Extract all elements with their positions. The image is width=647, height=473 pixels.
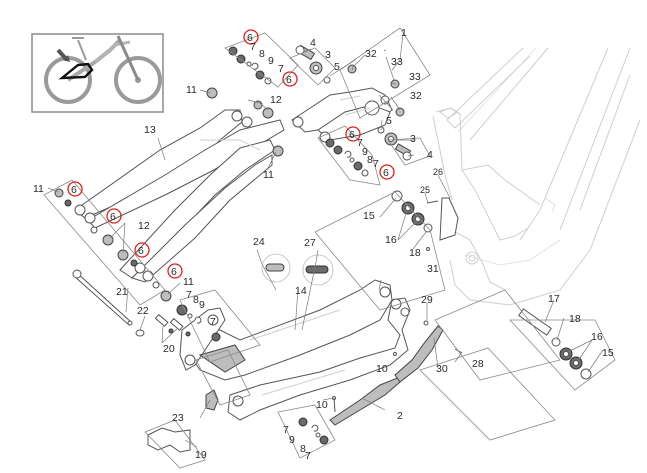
cable-plugs: [261, 253, 334, 286]
callout-14: 14: [295, 285, 307, 297]
callout-25: 25: [420, 185, 430, 195]
callout-7: 7: [250, 41, 256, 53]
callout-7: 7: [357, 137, 363, 149]
callout-4: 4: [310, 37, 316, 49]
callout-4: 4: [427, 149, 433, 161]
callout-3: 3: [410, 133, 416, 145]
callout-10: 10: [316, 399, 328, 411]
callout-7: 7: [210, 316, 216, 328]
highlighted-swingarm: [58, 62, 94, 80]
callout-16: 16: [591, 331, 603, 343]
callout-11: 11: [183, 276, 194, 288]
callout-26: 26: [433, 167, 443, 177]
callout-5: 5: [386, 115, 392, 127]
callout-8: 8: [259, 48, 265, 60]
axle: [72, 269, 145, 337]
swingarm-hardware: [147, 304, 329, 453]
main-frame: [432, 47, 641, 306]
callout-labels: 1 2 3 3 4 4 5 5 6 6 6 6 6 6 6 6 7 7 7 7 …: [33, 27, 614, 462]
callout-9: 9: [289, 434, 295, 446]
callout-7: 7: [305, 450, 311, 462]
callout-5: 5: [334, 61, 340, 73]
swingarm: [179, 279, 411, 421]
callout-22: 22: [137, 305, 149, 317]
callout-7: 7: [373, 158, 379, 170]
callout-17: 17: [548, 293, 560, 305]
callout-11: 11: [263, 169, 274, 181]
callout-9: 9: [199, 299, 205, 311]
callout-30: 30: [436, 363, 448, 375]
callout-21: 21: [116, 286, 128, 298]
callout-7: 7: [278, 63, 284, 75]
callout-33: 33: [409, 71, 421, 83]
bike-inset: [31, 33, 164, 113]
callout-15: 15: [363, 210, 375, 222]
callout-6: 6: [138, 245, 144, 257]
callout-11: 11: [186, 84, 197, 96]
callout-32: 32: [410, 90, 422, 102]
callout-8: 8: [367, 154, 373, 166]
callout-2: 2: [397, 410, 403, 422]
callout-18: 18: [569, 313, 581, 325]
callout-20: 20: [163, 343, 175, 355]
callout-12: 12: [138, 220, 150, 232]
callout-10: 10: [376, 363, 388, 375]
grouping-lines: [43, 27, 616, 469]
callout-12: 12: [270, 94, 282, 106]
callout-9: 9: [362, 146, 368, 158]
callout-6: 6: [247, 32, 253, 44]
callout-3: 3: [325, 49, 331, 61]
rocker-link: [291, 87, 393, 143]
callout-15: 15: [602, 347, 614, 359]
callout-6: 6: [71, 184, 77, 196]
callout-31: 31: [427, 263, 439, 275]
callout-18: 18: [409, 247, 421, 259]
callout-6: 6: [383, 167, 389, 179]
callout-27: 27: [304, 237, 316, 249]
callout-33: 33: [391, 56, 403, 68]
callout-1: 1: [401, 27, 407, 39]
callout-32: 32: [365, 48, 377, 60]
callout-8: 8: [300, 443, 306, 455]
leader-lines: [47, 33, 604, 448]
callout-23: 23: [172, 412, 184, 424]
seat-stay: [74, 109, 285, 283]
callout-6: 6: [349, 129, 355, 141]
rocker-hardware: [228, 44, 412, 177]
callout-13: 13: [144, 124, 156, 136]
callout-24: 24: [253, 236, 265, 248]
callout-9: 9: [268, 55, 274, 67]
callout-11: 11: [33, 183, 44, 195]
callout-16: 16: [385, 234, 397, 246]
callout-7: 7: [283, 424, 289, 436]
callout-19: 19: [195, 449, 207, 461]
callout-28: 28: [472, 358, 484, 370]
callout-29: 29: [421, 294, 433, 306]
highlight-circles: [67, 29, 395, 279]
callout-6: 6: [110, 211, 116, 223]
callout-8: 8: [193, 294, 199, 306]
callout-6: 6: [171, 266, 177, 278]
callout-7: 7: [186, 289, 192, 301]
callout-6: 6: [286, 74, 292, 86]
